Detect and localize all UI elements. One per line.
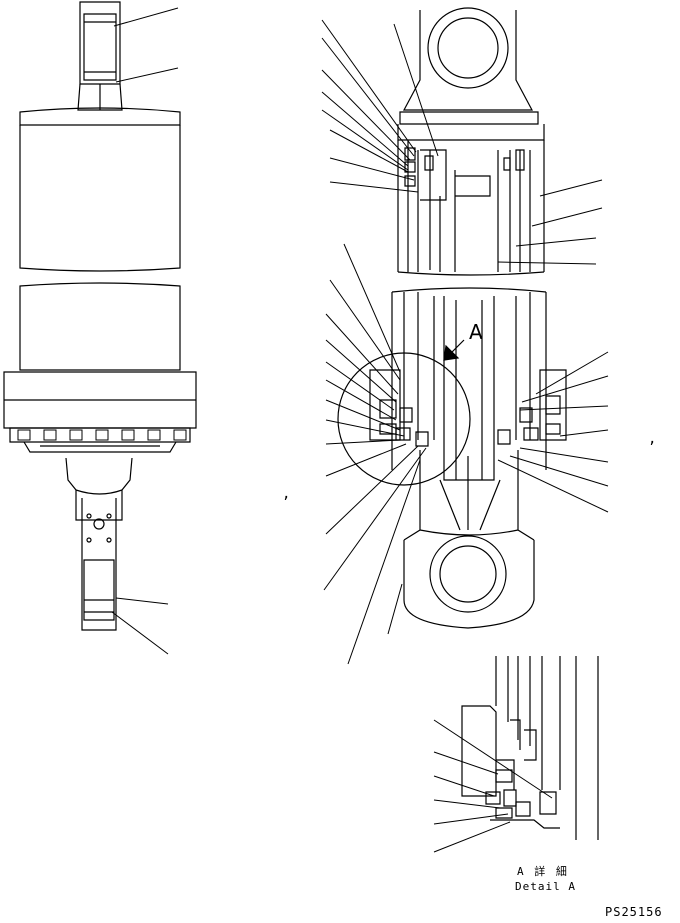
separator-comma-left: , bbox=[282, 486, 291, 502]
detail-title-japanese: A 詳 細 bbox=[517, 865, 569, 878]
detail-a-enlarged-view bbox=[434, 656, 598, 852]
detail-title-english: Detail A bbox=[515, 880, 576, 893]
sectional-cylinder-view bbox=[322, 8, 608, 664]
view-arrow-label: A bbox=[469, 320, 483, 344]
drawing-number: PS25156 bbox=[605, 905, 663, 919]
exterior-cylinder-view bbox=[4, 2, 196, 654]
separator-comma-right: , bbox=[648, 431, 657, 447]
